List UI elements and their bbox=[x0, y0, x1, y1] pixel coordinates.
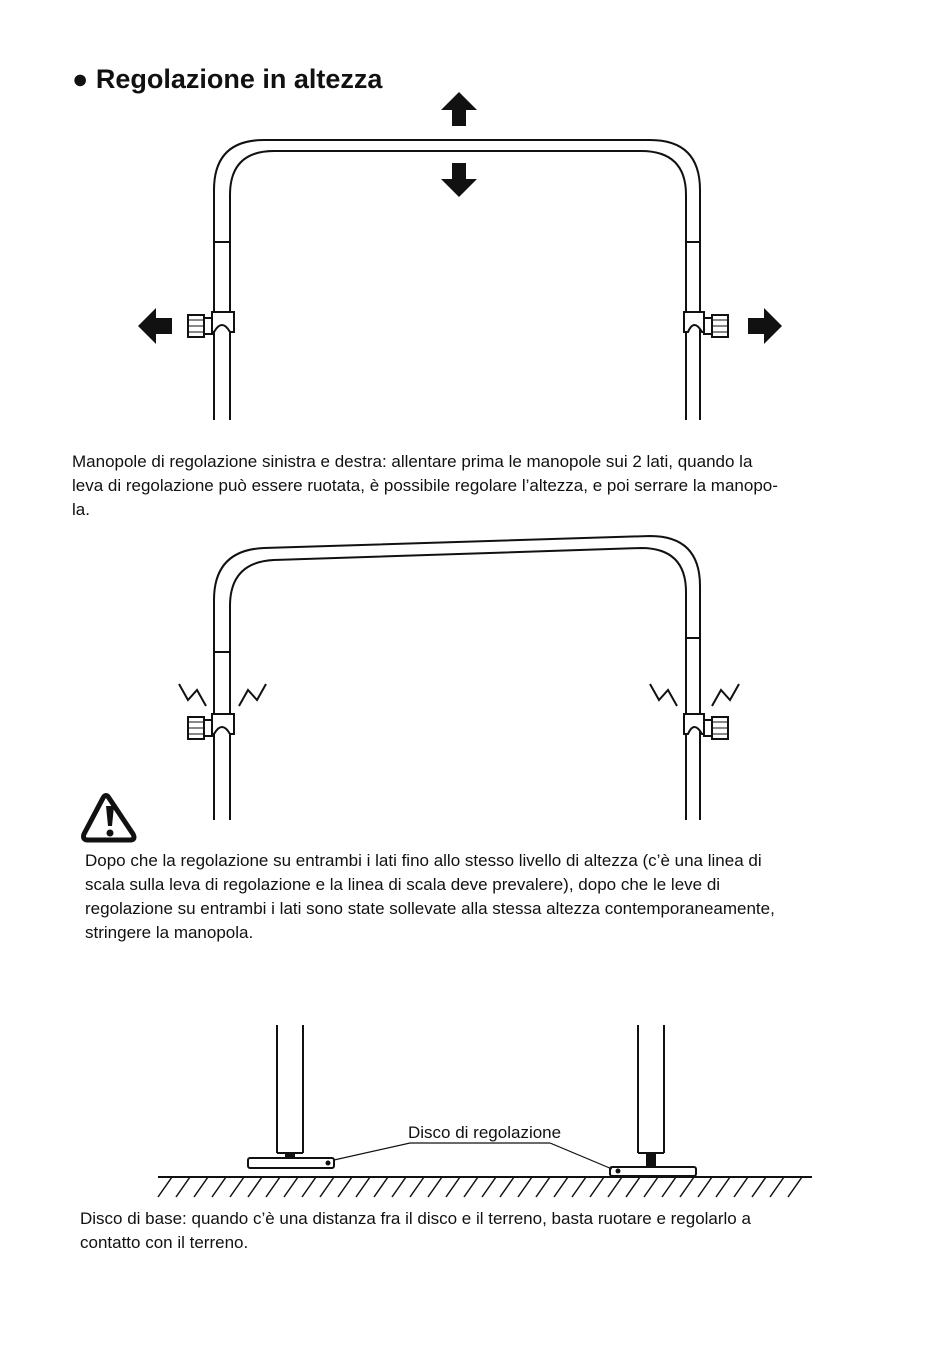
hatch-line bbox=[211, 1176, 227, 1198]
right-knob-icon bbox=[683, 713, 729, 740]
base-disc-instructions: Disco di base: quando c’è una distanza f… bbox=[80, 1209, 751, 1252]
hatch-line bbox=[715, 1176, 731, 1198]
hatch-line bbox=[229, 1176, 245, 1198]
hatch-line bbox=[733, 1176, 749, 1198]
hatch-line bbox=[175, 1176, 191, 1198]
loosen-zigzag-right-icon bbox=[649, 683, 740, 707]
right-leg bbox=[609, 1025, 697, 1177]
hatch-line bbox=[751, 1176, 767, 1198]
hatch-line bbox=[697, 1176, 713, 1198]
warning-instructions: Dopo che la regolazione su entrambi i la… bbox=[85, 851, 775, 942]
hatch-line bbox=[193, 1176, 209, 1198]
hatch-line bbox=[625, 1176, 641, 1198]
tilted-frame-outer bbox=[213, 534, 701, 820]
loosen-zigzag-left-icon bbox=[178, 683, 267, 707]
title-text: Regolazione in altezza bbox=[95, 64, 383, 94]
hatch-line bbox=[427, 1176, 443, 1198]
hatch-line bbox=[355, 1176, 371, 1198]
right-arrow-icon bbox=[748, 308, 782, 344]
bullet-glyph: ● bbox=[72, 64, 89, 94]
left-arrow-icon bbox=[138, 308, 172, 344]
hatch-line bbox=[499, 1176, 515, 1198]
up-arrow-icon bbox=[441, 92, 477, 126]
hatch-line bbox=[769, 1176, 785, 1198]
hatch-line bbox=[481, 1176, 497, 1198]
hatch-line bbox=[391, 1176, 407, 1198]
warning-triangle-icon bbox=[81, 793, 137, 843]
hatch-line bbox=[607, 1176, 623, 1198]
hatch-line bbox=[409, 1176, 425, 1198]
right-knob-icon bbox=[683, 311, 729, 338]
tilted-frame-inner bbox=[229, 546, 687, 820]
hatch-line bbox=[517, 1176, 533, 1198]
hatch-line bbox=[553, 1176, 569, 1198]
hatch-line bbox=[589, 1176, 605, 1198]
left-leg bbox=[247, 1025, 335, 1169]
handle-frame-outer bbox=[213, 139, 701, 420]
hatch-line bbox=[265, 1176, 281, 1198]
hatch-line bbox=[787, 1176, 803, 1198]
hatch-line bbox=[247, 1176, 263, 1198]
hatch-line bbox=[679, 1176, 695, 1198]
hatch-line bbox=[535, 1176, 551, 1198]
hatch-line bbox=[373, 1176, 389, 1198]
hatch-line bbox=[643, 1176, 659, 1198]
hatch-line bbox=[463, 1176, 479, 1198]
hatch-line bbox=[445, 1176, 461, 1198]
adjustment-disc-label: Disco di regolazione bbox=[408, 1123, 562, 1142]
hatch-line bbox=[319, 1176, 335, 1198]
hatch-line bbox=[337, 1176, 353, 1198]
ground-hatch bbox=[157, 1176, 812, 1198]
section-title: ● Regolazione in altezza bbox=[72, 64, 382, 95]
hatch-line bbox=[157, 1176, 173, 1198]
hatch-line bbox=[283, 1176, 299, 1198]
left-knob-icon bbox=[187, 311, 235, 338]
hatch-line bbox=[301, 1176, 317, 1198]
hatch-line bbox=[661, 1176, 677, 1198]
hatch-line bbox=[571, 1176, 587, 1198]
handle-frame-inner bbox=[229, 150, 687, 420]
left-knob-icon bbox=[187, 713, 235, 740]
knob-adjust-instructions: Manopole di regolazione sinistra e destr… bbox=[72, 452, 778, 519]
down-arrow-icon bbox=[441, 163, 477, 197]
